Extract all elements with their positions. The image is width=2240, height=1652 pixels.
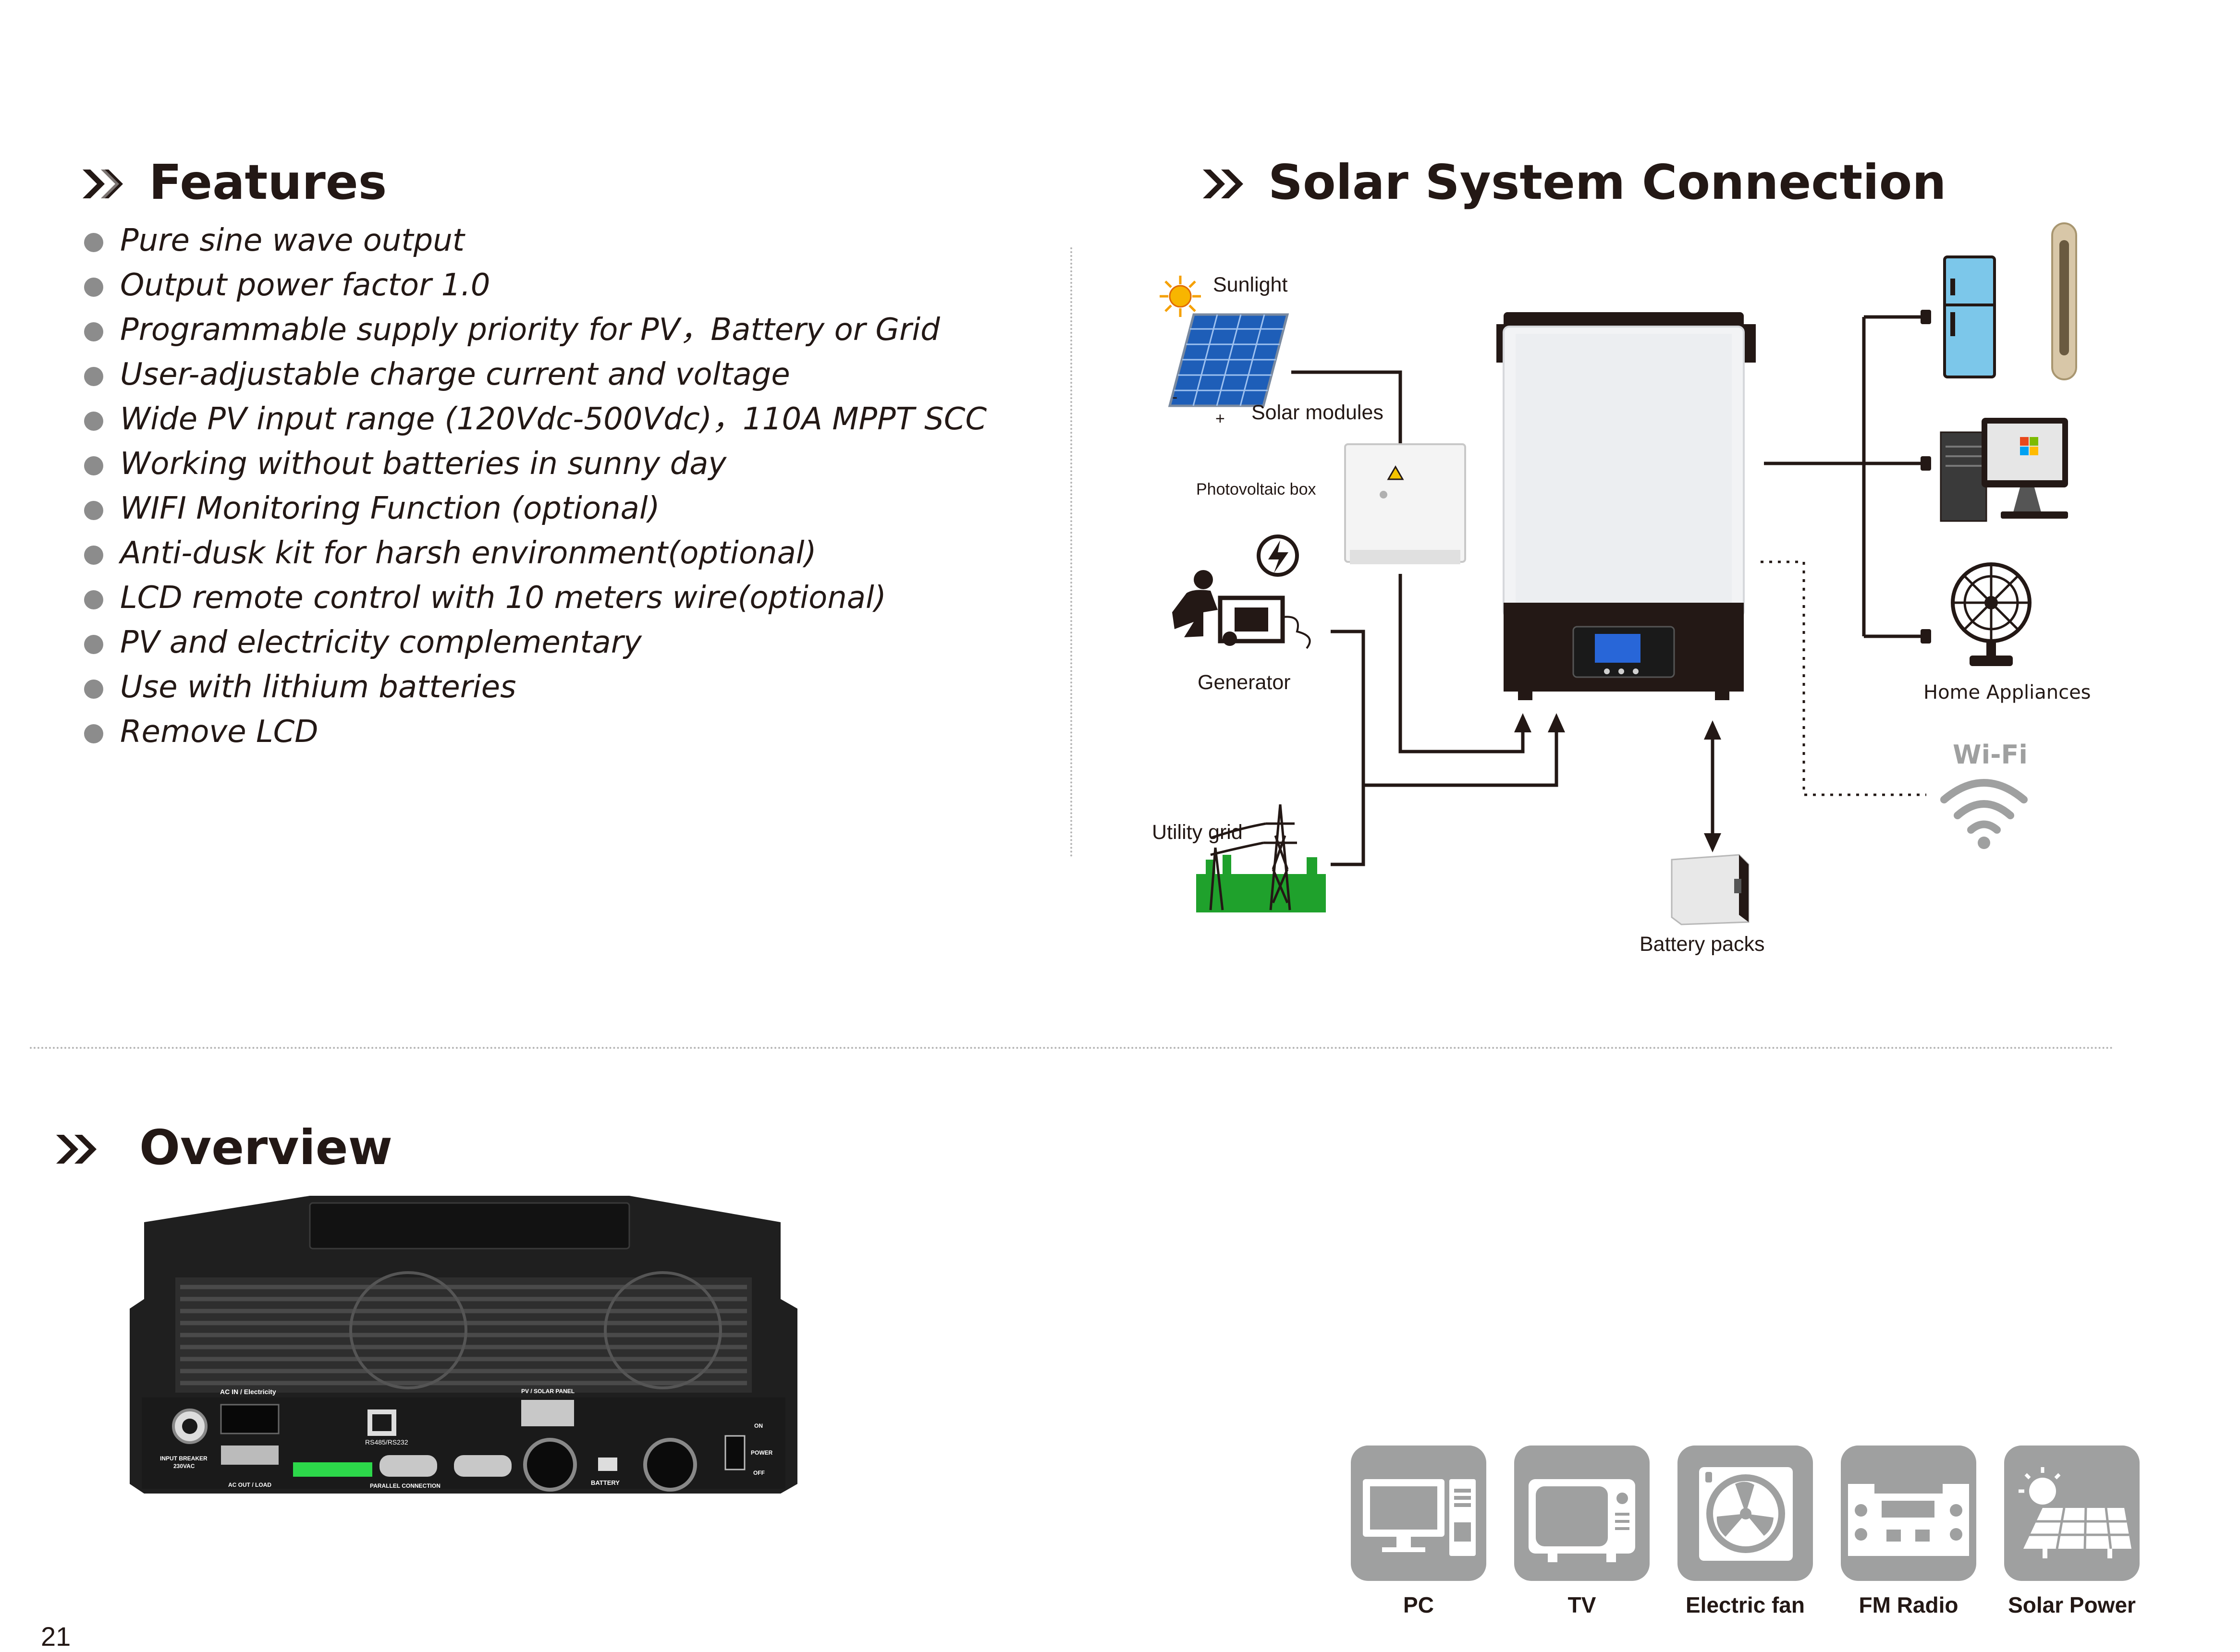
inverter-icon bbox=[1496, 312, 1756, 700]
solar-power-icon bbox=[2019, 1467, 2131, 1558]
refrigerator-icon bbox=[1943, 255, 1996, 378]
bullet-icon bbox=[84, 456, 103, 475]
bullet-icon bbox=[84, 590, 103, 609]
ac-out-label: AC OUT / LOAD bbox=[228, 1482, 271, 1488]
solar-chevron-icon bbox=[1203, 170, 1243, 198]
solar-title: Solar System Connection bbox=[1268, 154, 1946, 210]
generator-label: Generator bbox=[1198, 671, 1291, 694]
features-title: Features bbox=[149, 154, 387, 210]
inverter-rear-drawing bbox=[130, 1196, 797, 1494]
app-card-electric-fan bbox=[1677, 1446, 1813, 1581]
feature-item: PV and electricity complementary bbox=[84, 620, 987, 665]
power-label: POWER bbox=[751, 1449, 773, 1456]
feature-item: Remove LCD bbox=[84, 710, 987, 754]
solar-panel-icon bbox=[1168, 313, 1289, 407]
feature-item: Programmable supply priority for PV，Batt… bbox=[84, 308, 987, 352]
solar-modules-label: Solar modules bbox=[1251, 401, 1383, 424]
tv-icon bbox=[1529, 1479, 1635, 1562]
feature-item: LCD remote control with 10 meters wire(o… bbox=[84, 576, 987, 620]
column-divider bbox=[1070, 247, 1072, 857]
battery-pack-icon bbox=[1671, 854, 1750, 925]
feature-item: Anti-dusk kit for harsh environment(opti… bbox=[84, 531, 987, 576]
sunlight-label: Sunlight bbox=[1213, 273, 1288, 296]
app-card-pc bbox=[1351, 1446, 1486, 1581]
features-list: Pure sine wave output Output power facto… bbox=[84, 219, 987, 754]
utility-grid-label: Utility grid bbox=[1152, 821, 1243, 844]
desktop-computer-icon bbox=[1940, 418, 2068, 522]
bullet-icon bbox=[84, 724, 103, 743]
app-label-solar-power: Solar Power bbox=[2008, 1592, 2136, 1617]
battery-packs-label: Battery packs bbox=[1640, 933, 1765, 956]
bullet-icon bbox=[84, 233, 103, 252]
overview-chevron-icon bbox=[56, 1135, 97, 1164]
battery-port-label: BATTERY bbox=[591, 1479, 620, 1486]
inverter-rear-panel: AC IN / Electricity RS485/RS232 INPUT BR… bbox=[127, 1196, 800, 1508]
feature-item: Use with lithium batteries bbox=[84, 665, 987, 710]
wifi-icon bbox=[1940, 779, 2028, 849]
app-card-fm-radio bbox=[1841, 1446, 1976, 1581]
app-card-tv bbox=[1514, 1446, 1650, 1581]
app-label-electric-fan: Electric fan bbox=[1686, 1592, 1805, 1617]
tower-fan-icon bbox=[2051, 222, 2077, 380]
bullet-icon bbox=[84, 278, 103, 297]
feature-item: Working without batteries in sunny day bbox=[84, 442, 987, 486]
feature-item: Wide PV input range (120Vdc-500Vdc)，110A… bbox=[84, 397, 987, 442]
bullet-icon bbox=[84, 680, 103, 699]
electric-fan-icon bbox=[1699, 1467, 1793, 1561]
sun-icon bbox=[1160, 276, 1201, 317]
minus-label: - bbox=[1172, 388, 1178, 406]
bullet-icon bbox=[84, 546, 103, 565]
breaker-rating-label: 230VAC bbox=[173, 1463, 195, 1470]
app-card-solar-power bbox=[2004, 1446, 2140, 1581]
page-number: 21 bbox=[41, 1621, 71, 1652]
overview-title: Overview bbox=[139, 1119, 393, 1176]
feature-item: Output power factor 1.0 bbox=[84, 263, 987, 308]
bullet-icon bbox=[84, 412, 103, 431]
off-label: OFF bbox=[753, 1470, 765, 1476]
home-appliances-label: Home Appliances bbox=[1923, 681, 2091, 704]
plus-label: + bbox=[1215, 410, 1225, 428]
pv-box-label: Photovoltaic box bbox=[1196, 480, 1316, 498]
bullet-icon bbox=[84, 635, 103, 654]
app-label-fm-radio: FM Radio bbox=[1859, 1592, 1958, 1617]
bullet-icon bbox=[84, 322, 103, 341]
bullet-icon bbox=[84, 367, 103, 386]
ac-in-label: AC IN / Electricity bbox=[220, 1388, 276, 1396]
feature-item: WIFI Monitoring Function (optional) bbox=[84, 486, 987, 531]
desk-fan-icon bbox=[1951, 562, 2032, 666]
feature-item: User-adjustable charge current and volta… bbox=[84, 352, 987, 397]
utility-grid-icon bbox=[1196, 804, 1326, 912]
features-chevron-icon bbox=[83, 170, 123, 198]
input-breaker-label: INPUT BREAKER bbox=[160, 1455, 208, 1462]
app-label-tv: TV bbox=[1567, 1592, 1596, 1617]
fm-radio-icon bbox=[1848, 1484, 1969, 1556]
pv-panel-label: PV / SOLAR PANEL bbox=[521, 1388, 575, 1395]
wifi-label: Wi-Fi bbox=[1953, 740, 2028, 770]
on-label: ON bbox=[754, 1422, 763, 1429]
parallel-connection-label: PARALLEL CONNECTION bbox=[370, 1482, 441, 1489]
pc-icon bbox=[1363, 1479, 1476, 1556]
app-label-pc: PC bbox=[1403, 1592, 1434, 1617]
generator-icon bbox=[1172, 534, 1311, 649]
rs485-label: RS485/RS232 bbox=[365, 1438, 408, 1446]
feature-item: Pure sine wave output bbox=[84, 219, 987, 263]
pv-box-icon bbox=[1344, 443, 1466, 564]
section-divider bbox=[30, 1047, 2115, 1049]
bullet-icon bbox=[84, 501, 103, 520]
